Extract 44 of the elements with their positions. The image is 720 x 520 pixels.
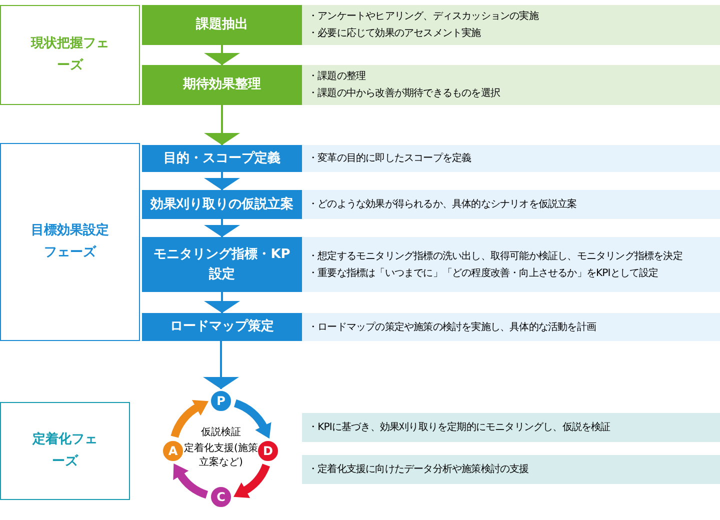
down-arrow (204, 292, 240, 313)
bullet-text: ・定着化支援に向けたデータ分析や施策検討の支援 (308, 462, 529, 477)
description-panel (302, 455, 720, 484)
description-panel (302, 237, 720, 292)
cycle-circle: D (256, 439, 280, 463)
cycle-circle: C (209, 485, 233, 509)
step-box: 課題抽出 (142, 5, 302, 45)
bullet-text: ・KPIに基づき、効果刈り取りを定期的にモニタリングし、仮説を検証 (308, 420, 610, 435)
step-box: 目的・スコープ定義 (142, 145, 302, 172)
step-box: モニタリング指標・KP設定 (142, 237, 302, 292)
phase-box: 目標効果設定フェーズ (0, 143, 140, 341)
phase-box: 定着化フェーズ (0, 402, 130, 500)
down-arrow (204, 219, 240, 237)
bullet-text: ・想定するモニタリング指標の洗い出し、取得可能か検証し、モニタリング指標を決定 (308, 250, 682, 264)
down-arrow (204, 45, 240, 65)
cycle-circle: A (161, 439, 185, 463)
bullet-text: ・課題の中から改善が期待できるものを選択 (308, 86, 500, 101)
description-panel (302, 65, 720, 105)
bullet-text: ・変革の目的に即したスコープを定義 (308, 152, 472, 166)
description-panel (302, 190, 720, 219)
down-arrow (204, 105, 240, 145)
cycle-circle: P (209, 389, 233, 413)
bullet-text: ・アンケートやヒアリング、ディスカッションの実施 (308, 10, 538, 24)
step-box: ロードマップ策定 (142, 313, 302, 341)
down-arrow (204, 172, 240, 190)
cycle-arrow (234, 399, 271, 438)
bullet-text: ・重要な指標は「いつまでに」「どの程度改善・向上させるか」をKPIとして設定 (308, 266, 658, 280)
bullet-text: ・課題の整理 (308, 70, 366, 84)
cycle-arrow (170, 400, 208, 438)
description-panel (302, 145, 720, 172)
bullet-text: ・どのような効果が得られるか、具体的なシナリオを仮説立案 (308, 198, 577, 212)
description-panel (302, 413, 720, 442)
cycle-center-text: 仮説検証 (200, 426, 242, 440)
description-panel (302, 313, 720, 341)
cycle-center-text: 定着化支援(施策立案など) (183, 442, 259, 470)
bullet-text: ・ロードマップの策定や施策の検討を実施し、具体的な活動を計画 (308, 320, 596, 334)
cycle-arrow (234, 464, 270, 498)
cycle-arrow (173, 464, 208, 499)
down-arrow (203, 341, 239, 389)
step-box: 期待効果整理 (142, 65, 302, 105)
bullet-text: ・必要に応じて効果のアセスメント実施 (308, 26, 481, 41)
step-box: 効果刈り取りの仮説立案 (142, 190, 302, 219)
phase-box: 現状把握フェーズ (0, 5, 140, 105)
description-panel (302, 5, 720, 45)
